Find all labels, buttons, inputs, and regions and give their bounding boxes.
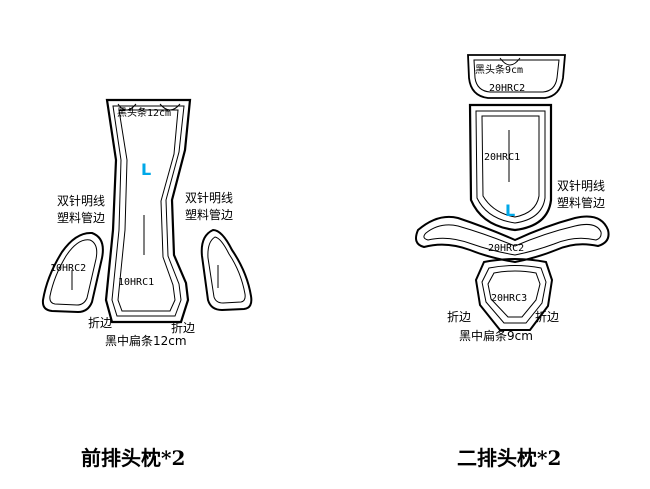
rear-top-strip-piece	[467, 54, 566, 99]
stitch-note-line-2: 塑料管边	[557, 196, 606, 210]
rear-bottom-piece	[474, 258, 554, 331]
stitch-note-line-2: 塑料管边	[57, 211, 106, 225]
rear-fold-right: 折边	[535, 310, 560, 324]
front-stitch-note-right: 双针明线 塑料管边	[185, 190, 233, 224]
rear-top-strip-label: 黑头条9cm	[475, 65, 524, 76]
rear-bottom-strip-label: 黑中扁条9cm	[459, 329, 533, 343]
rear-top-code: 20HRC2	[489, 83, 526, 94]
rear-stitch-note: 双针明线 塑料管边	[557, 178, 605, 212]
front-fold-left: 折边	[88, 316, 113, 330]
front-fold-right: 折边	[171, 321, 196, 335]
rear-title: 二排头枕*2	[457, 446, 562, 470]
front-side-mark: L	[141, 160, 152, 179]
front-bottom-strip-label: 黑中扁条12cm	[105, 334, 187, 348]
front-stitch-note-left: 双针明线 塑料管边	[57, 193, 105, 227]
rear-main-piece	[468, 103, 553, 232]
front-left-side-piece	[41, 231, 104, 314]
front-main-piece	[104, 98, 192, 324]
front-title: 前排头枕*2	[81, 446, 186, 470]
stitch-note-line-1: 双针明线	[185, 191, 234, 205]
rear-fold-left: 折边	[447, 310, 472, 324]
front-top-strip-label: 黑头条12cm	[117, 108, 172, 119]
stitch-note-line-1: 双针明线	[557, 179, 606, 193]
front-right-side-piece	[200, 228, 253, 312]
front-main-code: 10HRC1	[118, 277, 155, 288]
rear-side-mark: L	[505, 201, 516, 220]
rear-band-code: 20HRC2	[488, 243, 525, 254]
front-side-code: 10HRC2	[50, 263, 87, 274]
rear-main-code: 20HRC1	[484, 152, 521, 163]
rear-band-piece	[415, 215, 610, 264]
rear-bottom-code: 20HRC3	[491, 293, 528, 304]
stitch-note-line-1: 双针明线	[57, 194, 106, 208]
stitch-note-line-2: 塑料管边	[185, 208, 234, 222]
